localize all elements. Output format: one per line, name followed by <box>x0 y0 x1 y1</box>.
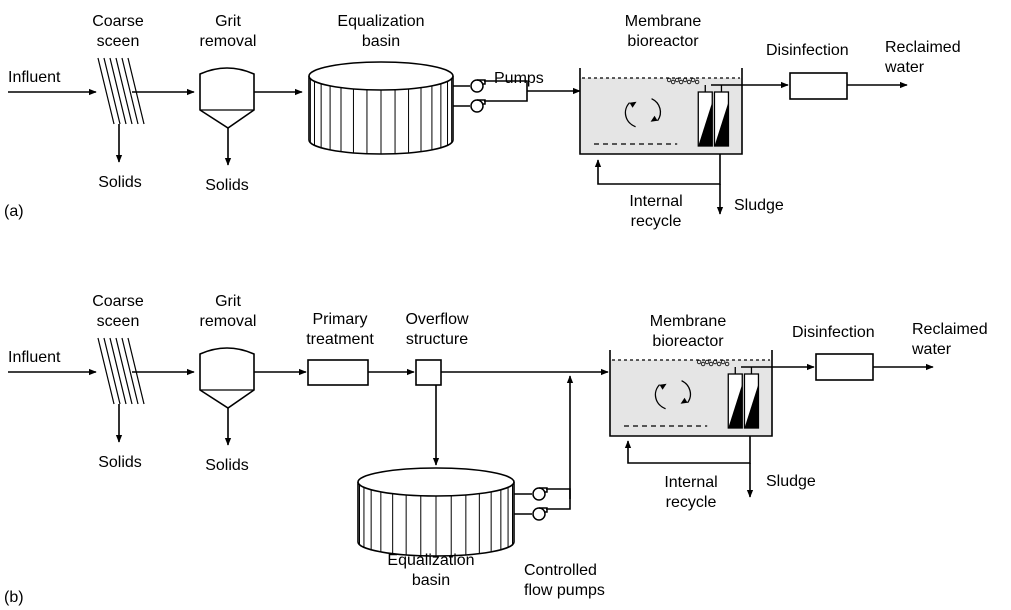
mbr-label-1: Membrane <box>650 313 727 330</box>
equalization-basin-label-2: basin <box>362 33 400 50</box>
pump-manifold <box>546 488 571 510</box>
grit-chamber-icon <box>199 347 255 409</box>
coarse-screen-icon <box>97 337 145 405</box>
disinfection-label: Disinfection <box>792 324 875 341</box>
screen-solids-label: Solids <box>98 174 142 191</box>
equalization-basin-tank <box>308 61 454 155</box>
pump-icon-1 <box>532 487 548 501</box>
reclaimed-water-label-2: water <box>884 59 925 76</box>
coarse-screen-label-1: Coarse <box>92 293 144 310</box>
panel-b-tag: (b) <box>4 589 24 606</box>
reclaimed-water-label-1: Reclaimed <box>912 321 988 338</box>
grit-solids-label: Solids <box>205 457 249 474</box>
influent-label: Influent <box>8 69 61 86</box>
pump-icon-1 <box>470 79 486 93</box>
controlled-flow-pumps-label-2: flow pumps <box>524 582 605 599</box>
pump-icon-2 <box>470 99 486 113</box>
internal-recycle-label-1: Internal <box>664 474 717 491</box>
grit-chamber-icon <box>199 67 255 129</box>
panel-b: Influent Coarse sceen Solids Grit remova… <box>4 293 988 606</box>
mbr-label-2: bioreactor <box>652 333 724 350</box>
reclaimed-water-label-1: Reclaimed <box>885 39 961 56</box>
coarse-screen-icon <box>97 57 145 125</box>
internal-recycle-label-2: recycle <box>631 213 682 230</box>
pumps-label: Pumps <box>494 70 544 87</box>
disinfection-box <box>789 72 848 100</box>
equalization-basin-tank <box>357 467 515 557</box>
mbr-label-2: bioreactor <box>627 33 699 50</box>
equalization-basin-label-2: basin <box>412 572 450 589</box>
screen-solids-label: Solids <box>98 454 142 471</box>
reclaimed-water-label-2: water <box>911 341 952 358</box>
sludge-label: Sludge <box>734 197 784 214</box>
coarse-screen-label-2: sceen <box>97 33 140 50</box>
coarse-screen-label-1: Coarse <box>92 13 144 30</box>
primary-treatment-label-2: treatment <box>306 331 374 348</box>
internal-recycle-label-2: recycle <box>666 494 717 511</box>
pump-icon-2 <box>532 507 548 521</box>
overflow-structure-label-2: structure <box>406 331 468 348</box>
mbr-label-1: Membrane <box>625 13 702 30</box>
grit-solids-label: Solids <box>205 177 249 194</box>
membrane-bioreactor-tank <box>609 350 773 437</box>
primary-treatment-box <box>307 359 369 386</box>
sludge-label: Sludge <box>766 473 816 490</box>
primary-treatment-label-1: Primary <box>312 311 367 328</box>
panel-a-tag: (a) <box>4 203 24 220</box>
influent-label: Influent <box>8 349 61 366</box>
internal-recycle-arrow <box>624 436 751 464</box>
grit-removal-label-2: removal <box>200 33 257 50</box>
membrane-bioreactor-tank <box>579 68 743 155</box>
grit-removal-label-1: Grit <box>215 13 241 30</box>
grit-removal-label-1: Grit <box>215 293 241 310</box>
disinfection-box <box>815 353 874 381</box>
internal-recycle-label-1: Internal <box>629 193 682 210</box>
internal-recycle-arrow <box>594 154 721 185</box>
controlled-flow-pumps-label-1: Controlled <box>524 562 597 579</box>
grit-removal-label-2: removal <box>200 313 257 330</box>
overflow-structure-box <box>415 359 442 386</box>
panel-a: Influent Coarse sceen Solids Grit remova… <box>4 13 961 230</box>
disinfection-label: Disinfection <box>766 42 849 59</box>
coarse-screen-label-2: sceen <box>97 313 140 330</box>
equalization-basin-label-1: Equalization <box>387 552 474 569</box>
equalization-basin-label-1: Equalization <box>337 13 424 30</box>
overflow-structure-label-1: Overflow <box>405 311 469 328</box>
